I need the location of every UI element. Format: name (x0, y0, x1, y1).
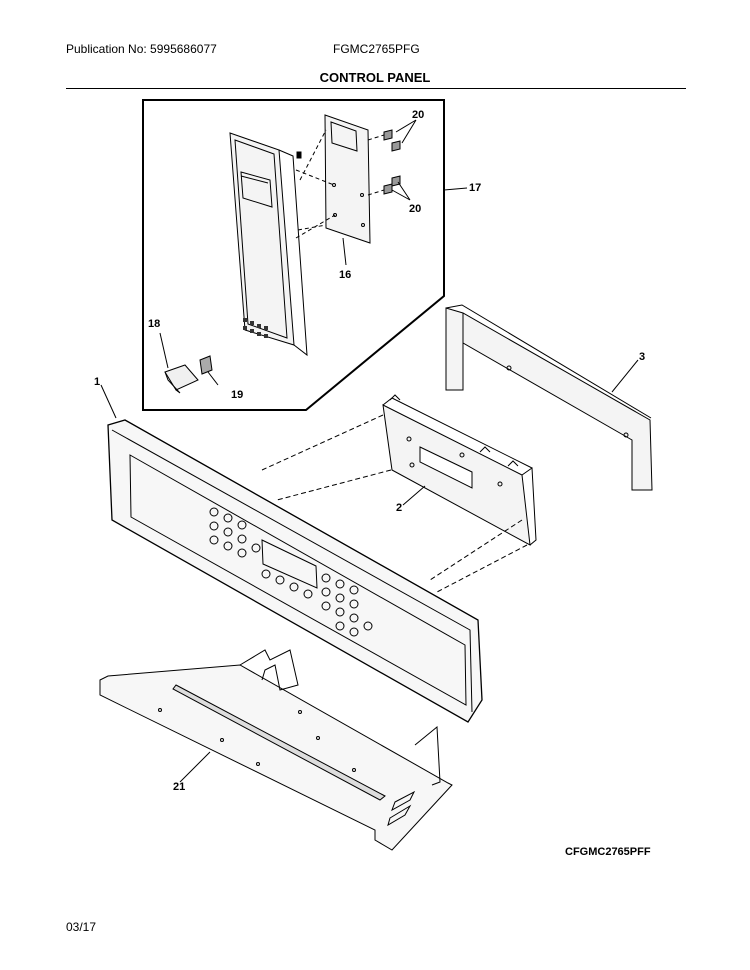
part-3-bracket (445, 304, 653, 491)
board-projection-lines (261, 414, 528, 593)
inset-box-outline (142, 99, 445, 411)
callout-3: 3 (639, 351, 645, 363)
callout-2: 2 (396, 502, 402, 514)
page-title: CONTROL PANEL (319, 70, 431, 85)
callout-19: 19 (231, 389, 243, 401)
part-2-control-board (382, 394, 537, 546)
inset-projection-lines (295, 129, 385, 239)
diagram-code: CFGMC2765PFF (565, 846, 651, 858)
part-18-knob (164, 364, 199, 394)
callout-21: 21 (173, 781, 185, 793)
part-17-bezel (229, 132, 308, 357)
header-divider (66, 88, 686, 89)
screws-20 (383, 129, 401, 195)
part-1-front-panel (107, 419, 483, 723)
part-19-spring (199, 355, 213, 375)
revision-date: 03/17 (66, 920, 97, 934)
callout-17: 17 (469, 182, 481, 194)
callout-20-bottom: 20 (409, 203, 421, 215)
callout-18: 18 (148, 318, 160, 330)
callout-20-top: 20 (412, 109, 424, 121)
model-number: FGMC2765PFG (333, 42, 420, 56)
publication-number: Publication No: 5995686077 (66, 42, 217, 56)
panel-buttons (209, 507, 373, 637)
callout-1: 1 (94, 376, 100, 388)
bezel-keypad (243, 318, 268, 338)
callout-16: 16 (339, 269, 351, 281)
part-16-board (324, 114, 371, 244)
part-21-tray (99, 649, 453, 851)
